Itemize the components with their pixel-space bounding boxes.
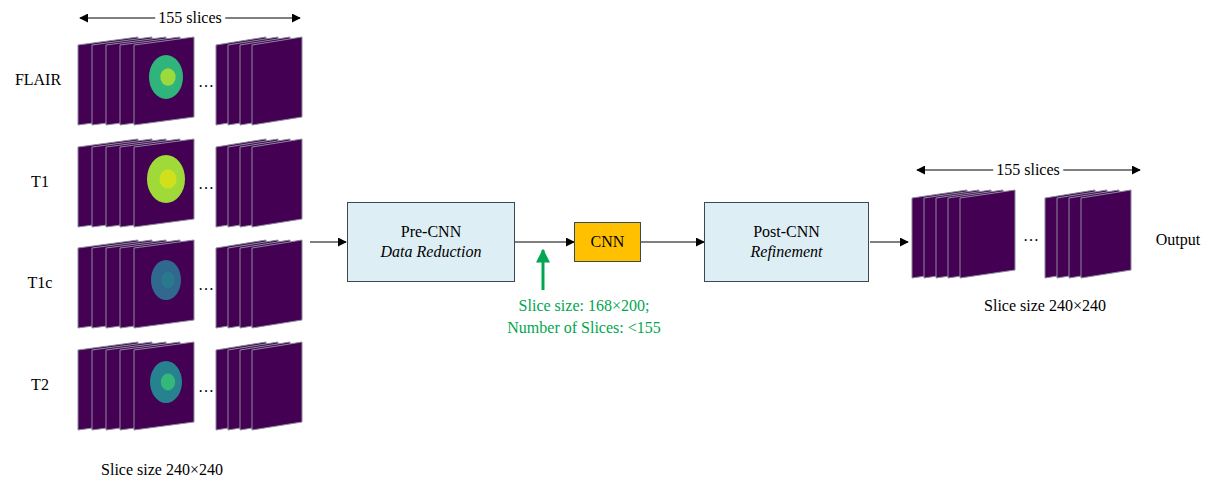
mri-slice — [252, 139, 302, 227]
tumor-core — [161, 374, 175, 391]
flow-arrow — [641, 241, 704, 242]
modality-label: T1c — [28, 273, 53, 292]
modality-label: T2 — [31, 375, 49, 394]
tumor-core — [159, 169, 176, 188]
mri-slice — [252, 37, 302, 125]
process-box: Pre-CNNData Reduction — [347, 202, 515, 282]
tumor-region — [149, 55, 183, 99]
ellipsis: … — [198, 174, 214, 193]
callout-arrow — [542, 250, 545, 290]
box-title: Pre-CNN — [401, 222, 461, 242]
ellipsis: … — [198, 377, 214, 396]
dimension-label: 155 slices — [155, 8, 225, 27]
tumor-core — [161, 272, 175, 288]
modality-label: T1 — [31, 172, 49, 191]
mri-slice — [252, 342, 302, 430]
size-label: Slice size 240×240 — [984, 296, 1106, 315]
input-arrow — [310, 241, 346, 242]
tumor-core — [160, 68, 175, 86]
callout-text: Number of Slices: <155 — [507, 318, 660, 337]
callout-text: Slice size: 168×200; — [519, 296, 650, 315]
ellipsis: … — [198, 72, 214, 91]
box-title: Post-CNN — [753, 222, 820, 242]
ellipsis: … — [1023, 226, 1039, 245]
box-subtitle: Data Reduction — [381, 242, 482, 262]
size-label: Slice size 240×240 — [101, 460, 223, 479]
box-subtitle: Refinement — [751, 242, 823, 262]
process-box: Post-CNNRefinement — [704, 202, 869, 282]
mri-slice — [252, 240, 302, 328]
mri-slice — [134, 240, 194, 328]
output-arrow — [870, 241, 908, 242]
mri-slice — [134, 37, 194, 125]
dimension-label: 155 slices — [993, 160, 1063, 179]
mri-slice — [1081, 190, 1131, 278]
mri-slice — [134, 342, 194, 430]
output-label: Output — [1156, 230, 1200, 249]
box-title: CNN — [591, 232, 625, 252]
tumor-region — [150, 361, 182, 403]
tumor-region — [147, 155, 185, 203]
tumor-region — [151, 260, 181, 300]
cnn-box: CNN — [574, 222, 641, 262]
ellipsis: … — [198, 275, 214, 294]
mri-slice — [134, 139, 194, 227]
flow-arrow — [515, 241, 574, 242]
mri-slice — [960, 190, 1015, 278]
modality-label: FLAIR — [15, 70, 61, 89]
